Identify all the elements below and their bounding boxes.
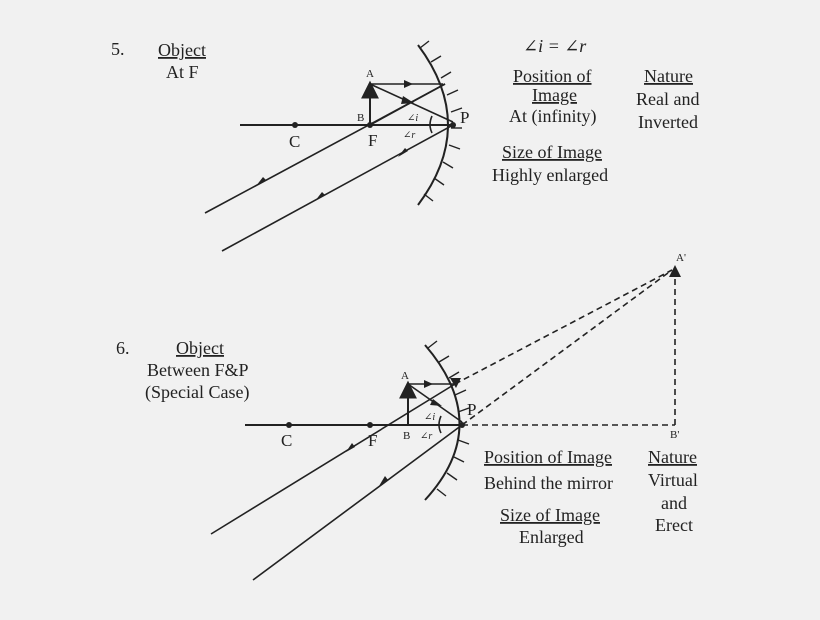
case5-position-title-1: Position of	[513, 66, 592, 86]
case6-label-p: P	[467, 400, 476, 419]
case6-size-value: Enlarged	[519, 527, 584, 547]
case5-number: 5.	[111, 39, 125, 59]
case5-object-title: Object	[158, 40, 206, 60]
case5-label-p: P	[460, 108, 469, 127]
case5-label-angle-i: ∠i	[407, 113, 418, 124]
case6-point-c	[286, 422, 292, 428]
case5-point-p	[450, 122, 456, 128]
case6-reflected-ray-1	[210, 383, 456, 535]
case6-special-case: (Special Case)	[145, 382, 249, 403]
case6-angle-arc	[438, 415, 442, 434]
case6-label-f: F	[368, 431, 377, 450]
case5-reflected-ray-2	[221, 124, 454, 252]
case5-label-angle-r: ∠r	[403, 130, 415, 141]
case6-nature-line3: Erect	[655, 515, 693, 535]
case6-virtual-ray-2	[461, 269, 673, 426]
case6-number: 6.	[116, 338, 130, 358]
case5-position-value: At (infinity)	[509, 106, 597, 127]
case5-angle-arc	[429, 115, 433, 134]
case5-object-position: At F	[166, 62, 199, 82]
case6-label-angle-i: ∠i	[424, 412, 435, 423]
case6-position-value: Behind the mirror	[484, 473, 613, 493]
case6-object-position: Between F&P	[147, 360, 249, 380]
case6-label-b-prime: B'	[670, 429, 679, 441]
case6-diagram: A B C F P ∠i ∠r A' B'	[210, 252, 686, 581]
case5-label-f: F	[368, 131, 377, 150]
case6-nature-line2: and	[661, 493, 687, 513]
case5-size-value: Highly enlarged	[492, 165, 608, 185]
case5-point-c	[292, 122, 298, 128]
case5-label-b: B	[357, 112, 364, 124]
case6-image-arrowhead	[669, 265, 681, 277]
case5-point-f	[367, 122, 373, 128]
case5-diagram: A B C F P ∠i ∠r	[204, 40, 469, 252]
case5-label-c: C	[289, 132, 300, 151]
case6-label-a: A	[401, 370, 409, 382]
case6-nature-line1: Virtual	[648, 470, 698, 490]
case5-formula: ∠i = ∠r	[523, 36, 587, 56]
case5-reflected-ray-1	[204, 83, 446, 214]
case5-nature-title: Nature	[644, 66, 693, 86]
case6-object-title: Object	[176, 338, 224, 358]
case6-reflected-ray-2	[252, 424, 463, 581]
case6-label-b: B	[403, 430, 410, 442]
case5-position-title-2: Image	[532, 85, 577, 105]
case6-size-title: Size of Image	[500, 505, 600, 525]
case6-nature-title: Nature	[648, 447, 697, 467]
case5-size-title: Size of Image	[502, 142, 602, 162]
case5-label-a: A	[366, 68, 374, 80]
case6-position-title: Position of Image	[484, 447, 612, 467]
case6-point-p	[459, 422, 465, 428]
case6-label-angle-r: ∠r	[420, 431, 432, 442]
case5-nature-line2: Inverted	[638, 112, 698, 132]
case6-mirror-arrowhead	[450, 378, 461, 388]
case6-label-a-prime: A'	[676, 252, 686, 264]
case6-virtual-ray-1	[454, 269, 673, 385]
case6-point-f	[367, 422, 373, 428]
case6-label-c: C	[281, 431, 292, 450]
case6-mirror-hatching	[427, 340, 470, 497]
case5-mirror-hatching	[419, 40, 463, 202]
case5-nature-line1: Real and	[636, 89, 699, 109]
